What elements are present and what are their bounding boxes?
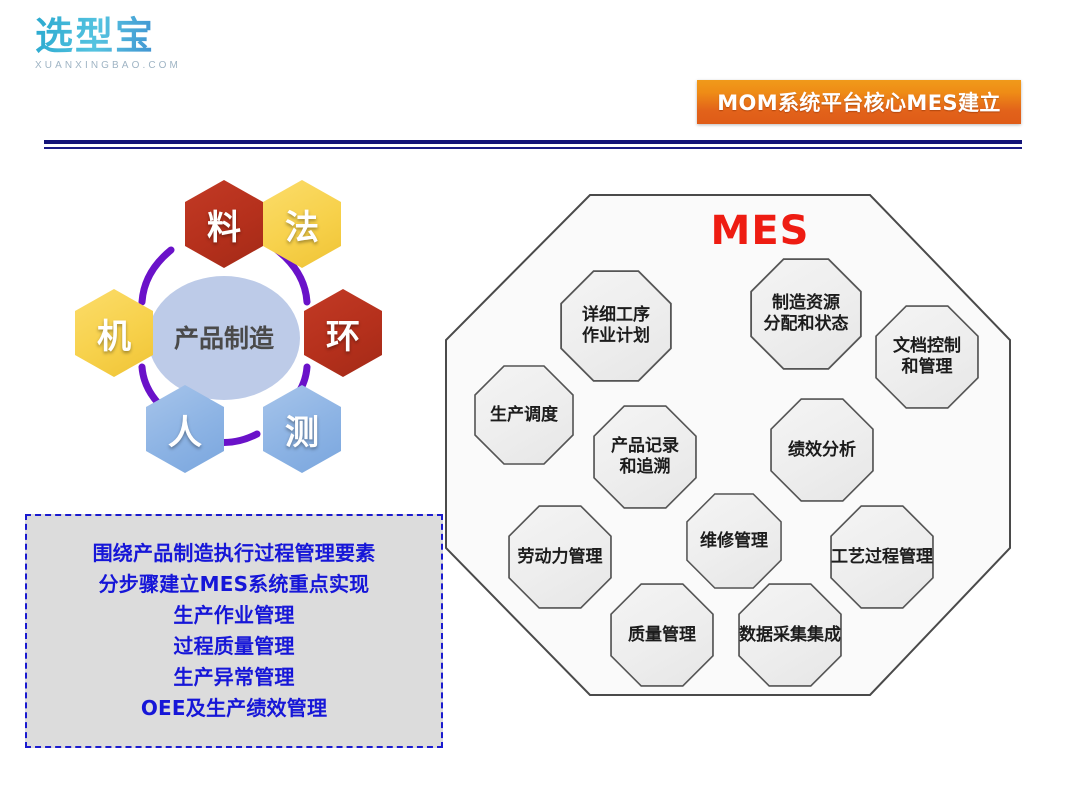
hex-wheel-center-label: 产品制造 [173,323,274,353]
hex-node-label: 测 [285,412,319,453]
note-line: 生产异常管理 [173,665,295,689]
hex-node-huan[interactable]: 环 [304,289,382,377]
mes-module-line1: 数据采集集成 [739,624,841,645]
octagon-shape [593,405,697,509]
hex-node-label: 人 [168,412,202,453]
mes-module-label: 工艺过程管理 [831,547,933,568]
mes-module-line2: 和管理 [901,357,953,377]
mes-module-line2: 分配和状态 [763,314,849,334]
octagon-shape [686,493,782,589]
octagon-shape [770,398,874,502]
summary-note-box: 围绕产品制造执行过程管理要素 分步骤建立MES系统重点实现 生产作业管理 过程质… [25,514,443,748]
note-line: OEE及生产绩效管理 [140,696,328,720]
octagon-shape [875,305,979,409]
mes-module-line1: 生产调度 [490,404,558,425]
mes-module-process-management[interactable]: 工艺过程管理 [830,505,934,609]
hex-wheel-center: 产品制造 [148,276,300,400]
mes-module-maintenance-management[interactable]: 维修管理 [686,493,782,589]
octagon-outline [593,405,697,509]
octagon-shape [560,270,672,382]
hex-node-ren[interactable]: 人 [146,385,224,473]
mes-module-line1: 劳动力管理 [517,546,603,567]
header-divider [44,140,1022,149]
mes-module-labor-management[interactable]: 劳动力管理 [508,505,612,609]
logo-wordmark: 选型宝 [35,14,215,58]
octagon-shape [508,505,612,609]
mes-module-label: 质量管理 [628,625,696,646]
hex-node-label: 环 [326,316,360,357]
hex-wheel-diagram: 产品制造 料 法 环 测 人 机 [55,172,405,492]
mes-panel-title: MES [710,208,810,254]
mes-panel: MES 详细工序 作业计划 制造资源 分配和状态 文档控制 和管理 [430,180,1030,710]
title-banner: MOM系统平台核心MES建立 [697,80,1021,124]
octagon-outline [474,365,574,465]
octagon-shape [738,583,842,687]
octagon-outline [508,505,612,609]
brand-logo: 选型宝 XUANXINGBAO.COM [35,14,215,80]
mes-module-detailed-scheduling[interactable]: 详细工序 作业计划 [560,270,672,382]
octagon-outline [738,583,842,687]
octagon-outline [830,505,934,609]
mes-module-line1: 详细工序 [582,305,650,325]
octagon-shape [610,583,714,687]
mes-module-label: 劳动力管理 [518,547,603,568]
hex-node-label: 料 [207,207,241,248]
divider-thick-line [44,140,1022,144]
mes-module-production-dispatch[interactable]: 生产调度 [474,365,574,465]
logo-domain: XUANXINGBAO.COM [35,60,181,71]
mes-module-line1: 产品记录 [611,436,679,456]
mes-module-line1: 文档控制 [893,336,961,356]
mes-module-label: 产品记录 和追溯 [611,436,679,478]
mes-module-line1: 绩效分析 [788,439,856,460]
mes-module-label: 生产调度 [490,405,558,426]
octagon-outline [610,583,714,687]
hex-node-label: 机 [97,316,131,357]
hex-node-ce[interactable]: 测 [263,385,341,473]
note-line: 过程质量管理 [173,634,295,658]
octagon-outline [875,305,979,409]
mes-module-document-control[interactable]: 文档控制 和管理 [875,305,979,409]
mes-module-resource-allocation[interactable]: 制造资源 分配和状态 [750,258,862,370]
title-banner-label: MOM系统平台核心MES建立 [717,91,1001,115]
mes-module-line1: 工艺过程管理 [831,546,933,567]
mes-module-label: 详细工序 作业计划 [582,305,650,347]
octagon-outline [770,398,874,502]
note-line: 围绕产品制造执行过程管理要素 [92,541,376,565]
mes-module-product-tracking[interactable]: 产品记录 和追溯 [593,405,697,509]
mes-module-label: 维修管理 [700,531,768,552]
hex-node-liao[interactable]: 料 [185,180,263,268]
hexagon-shape [263,180,341,268]
hex-node-ji[interactable]: 机 [75,289,153,377]
octagon-shape [830,505,934,609]
mes-module-line1: 维修管理 [700,530,768,551]
mes-module-label: 制造资源 分配和状态 [764,293,849,335]
hex-node-label: 法 [285,207,319,248]
mes-module-quality-management[interactable]: 质量管理 [610,583,714,687]
octagon-shape [474,365,574,465]
mes-module-performance-analysis[interactable]: 绩效分析 [770,398,874,502]
mes-module-line2: 和追溯 [619,457,671,477]
divider-thin-line [44,147,1022,149]
octagon-outline [686,493,782,589]
mes-module-label: 文档控制 和管理 [893,336,961,378]
mes-module-line1: 质量管理 [628,624,696,645]
mes-module-label: 数据采集集成 [739,625,841,646]
hexagon-shape [185,180,263,268]
mes-module-line2: 作业计划 [582,326,650,346]
octagon-shape [750,258,862,370]
note-line: 生产作业管理 [173,603,295,627]
octagon-outline [750,258,862,370]
mes-module-label: 绩效分析 [788,440,856,461]
mes-module-line1: 制造资源 [772,293,840,313]
mes-module-data-collection[interactable]: 数据采集集成 [738,583,842,687]
divider-gap [44,144,1022,147]
note-line: 分步骤建立MES系统重点实现 [98,572,370,596]
octagon-outline [560,270,672,382]
hex-node-fa[interactable]: 法 [263,180,341,268]
